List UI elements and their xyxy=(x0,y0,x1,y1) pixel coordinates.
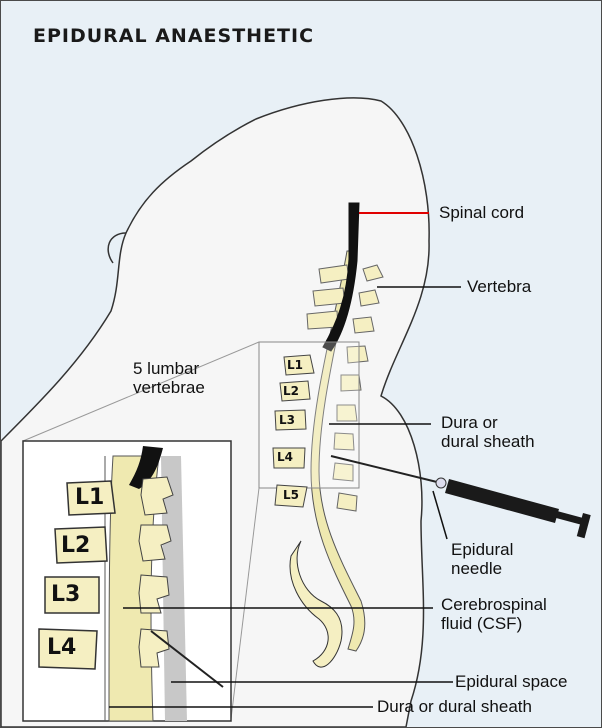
inset-vertebra-label-l3: L3 xyxy=(51,582,80,607)
label-dura-bottom: Dura or dural sheath xyxy=(377,697,532,716)
vertebra-label-l1: L1 xyxy=(287,358,303,372)
vertebra-label-l5: L5 xyxy=(283,488,299,502)
label-epidural-needle: Epidural needle xyxy=(451,540,513,578)
label-spinal-cord: Spinal cord xyxy=(439,203,524,222)
diagram-title: EPIDURAL ANAESTHETIC xyxy=(33,25,314,47)
inset-vertebra-label-l1: L1 xyxy=(75,485,104,510)
inset-vertebra-label-l2: L2 xyxy=(61,533,90,558)
label-epidural-space: Epidural space xyxy=(455,672,567,691)
label-vertebra: Vertebra xyxy=(467,277,531,296)
inset-vertebra-label-l4: L4 xyxy=(47,635,76,660)
vertebra-label-l2: L2 xyxy=(283,384,299,398)
vertebra-label-l4: L4 xyxy=(277,450,293,464)
label-csf: Cerebrospinal fluid (CSF) xyxy=(441,595,547,633)
label-dura: Dura or dural sheath xyxy=(441,413,535,451)
label-lumbar-vertebrae: 5 lumbar vertebrae xyxy=(133,359,205,397)
vertebra-label-l3: L3 xyxy=(279,413,295,427)
